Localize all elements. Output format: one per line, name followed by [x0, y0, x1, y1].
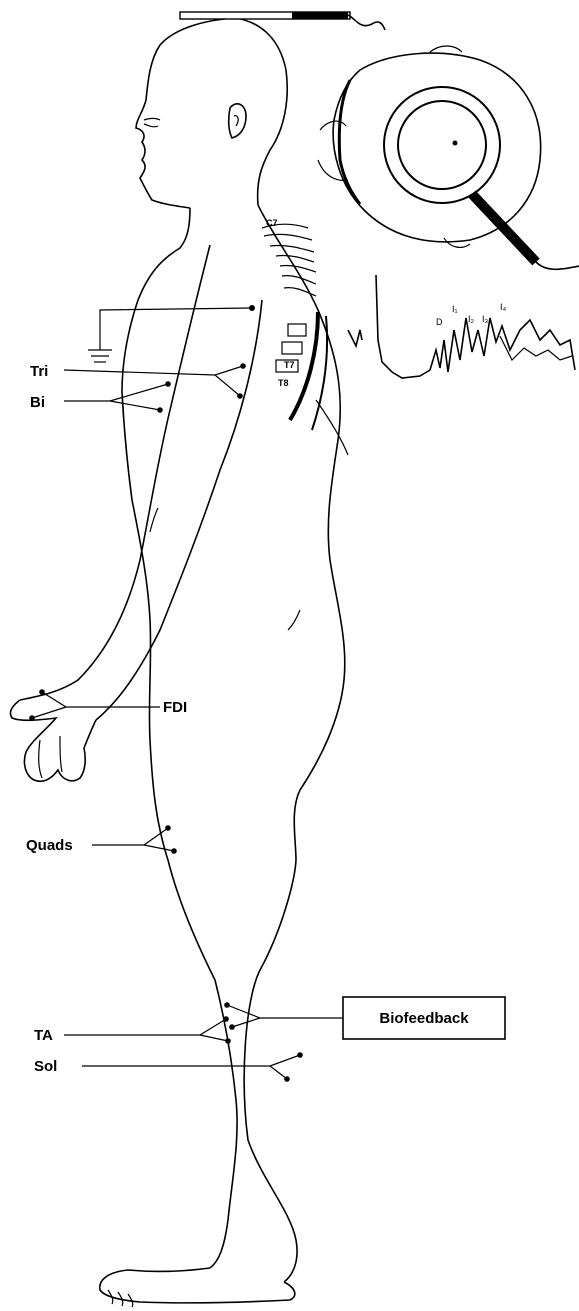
- electrode-lead-sol: [82, 1052, 303, 1082]
- label-triceps: Tri: [30, 363, 48, 380]
- label-biceps: Bi: [30, 394, 45, 411]
- motor-evoked-potential-trace: D I₁ I₂ I₃ I₄: [348, 275, 575, 378]
- label-soleus: Sol: [34, 1058, 57, 1075]
- electrode-lead-biofeedback: [224, 1002, 343, 1030]
- label-tibialis-anterior: TA: [34, 1027, 53, 1044]
- label-quads: Quads: [26, 837, 73, 854]
- ground-electrode: [88, 305, 255, 362]
- electrode-lead-ta: [64, 1016, 231, 1044]
- head-top-view: [318, 46, 579, 269]
- biofeedback-label: Biofeedback: [379, 1010, 469, 1027]
- vertebra-label-c7: C7: [266, 218, 278, 228]
- electrode-lead-tri: [64, 363, 246, 399]
- waveform-label-i1: I₁: [452, 304, 458, 314]
- vertebra-label-t8: T8: [278, 378, 289, 388]
- electrode-lead-quads: [92, 825, 177, 854]
- vertebra-label-t7: T7: [284, 360, 295, 370]
- waveform-label-i4: I₄: [500, 302, 507, 312]
- body-outline: [10, 18, 344, 1307]
- waveform-label-d: D: [436, 317, 443, 327]
- spine-drawing: C7 T7 T8: [262, 218, 348, 455]
- waveform-label-i2: I₂: [468, 314, 475, 324]
- waveform-label-i3: I₃: [482, 314, 489, 324]
- label-fdi: FDI: [163, 699, 187, 716]
- electrode-lead-bi: [64, 381, 171, 413]
